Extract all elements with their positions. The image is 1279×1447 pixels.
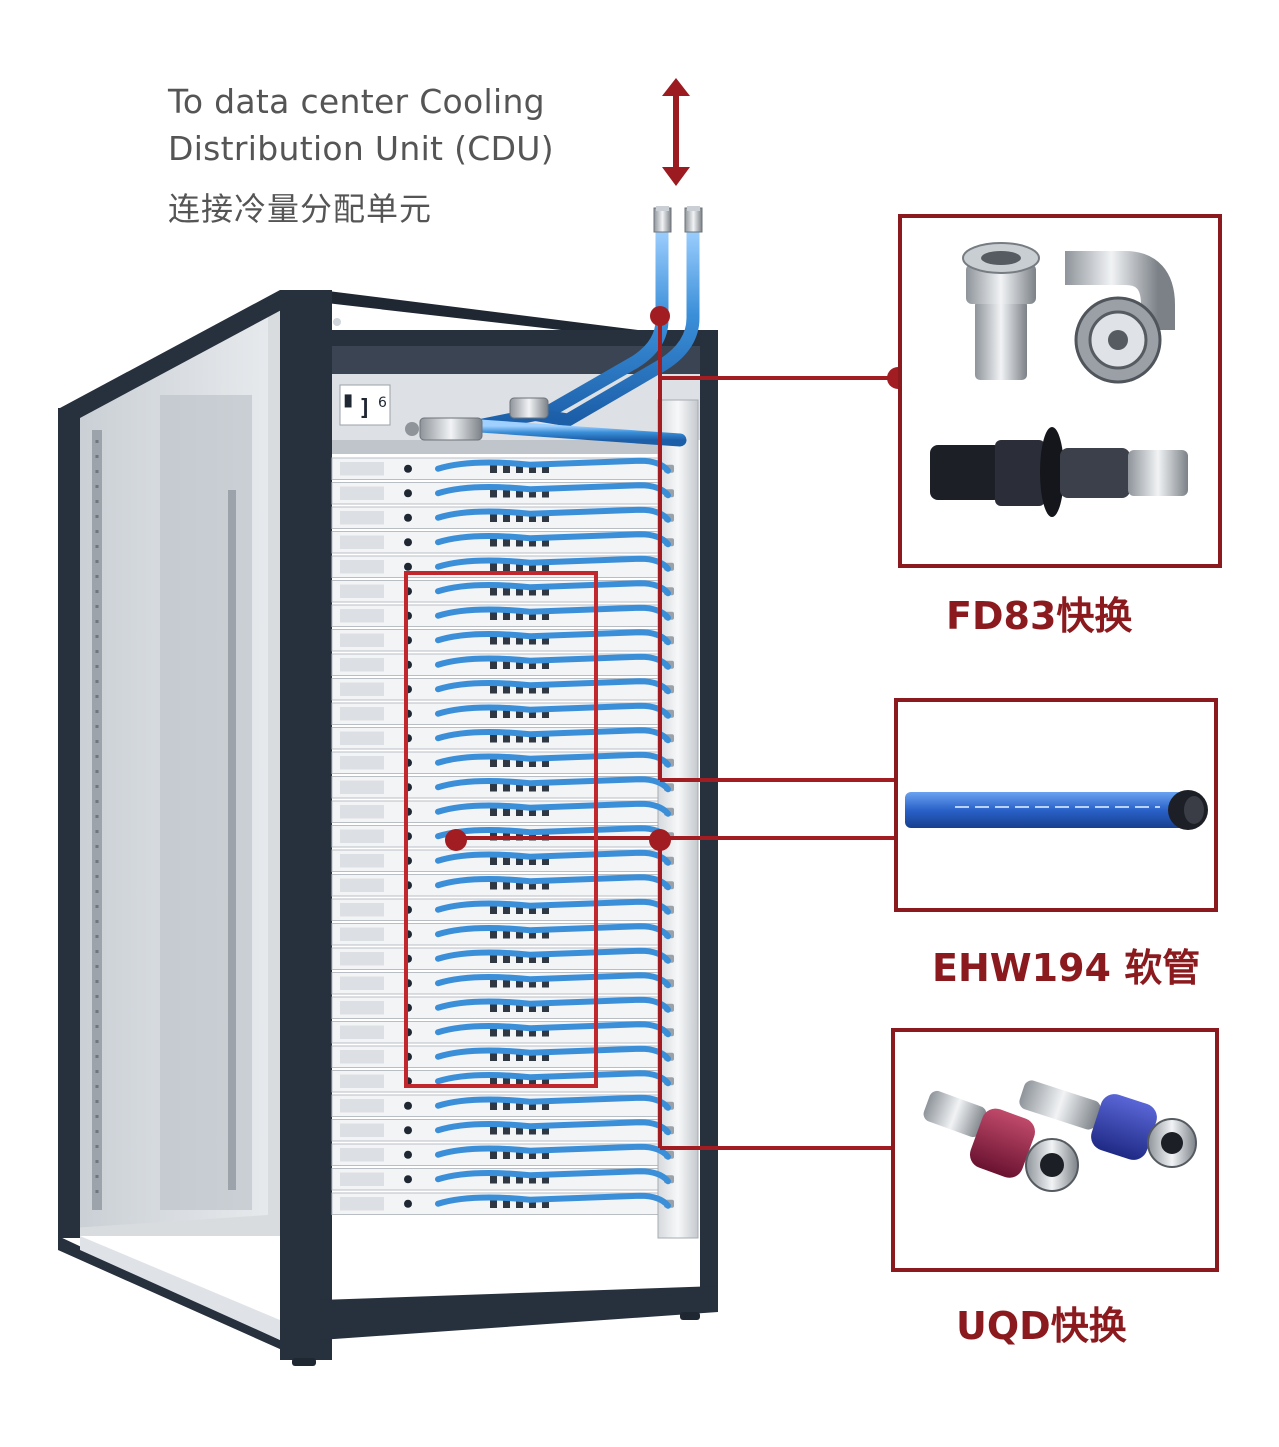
server-hose [435,1192,671,1209]
svg-text:▘]: ▘] [344,394,372,421]
hose-icon [905,790,1208,830]
server-rack: ▘] 6 [58,206,718,1366]
fd83-elbow-coupler-icon [1065,251,1175,384]
uqd-blue-coupler-icon [1019,1080,1197,1168]
server-hose [435,1143,671,1160]
fd83-label: FD83快换 [946,594,1133,638]
callout-dot [445,829,467,851]
ehw194-product-box [894,698,1218,912]
fd83-panel-coupler-icon [930,427,1188,517]
hose-highlight-box [404,571,598,1088]
ehw194-label: EHW194 软管 [932,946,1201,990]
cdu-line-2: Distribution Unit (CDU) [168,129,554,168]
callout-dot [650,306,670,326]
server-hose [435,800,671,817]
fd83-product-box [898,214,1222,568]
cdu-line-1: To data center Cooling [168,82,545,121]
cdu-description: To data center Cooling Distribution Unit… [168,78,628,230]
uqd-product-box [891,1028,1219,1272]
server-hose [435,1168,671,1185]
callout-lines [455,316,898,1150]
uqd-red-coupler-icon [923,1090,1079,1192]
server-hose [435,776,671,793]
callout-dot [649,829,671,851]
uqd-label: UQD快换 [956,1304,1127,1348]
svg-text:6: 6 [378,395,387,411]
cdu-chinese-label: 连接冷量分配单元 [168,190,433,228]
fd83-straight-coupler-icon [962,242,1040,380]
bidirectional-arrow-icon [662,78,690,186]
